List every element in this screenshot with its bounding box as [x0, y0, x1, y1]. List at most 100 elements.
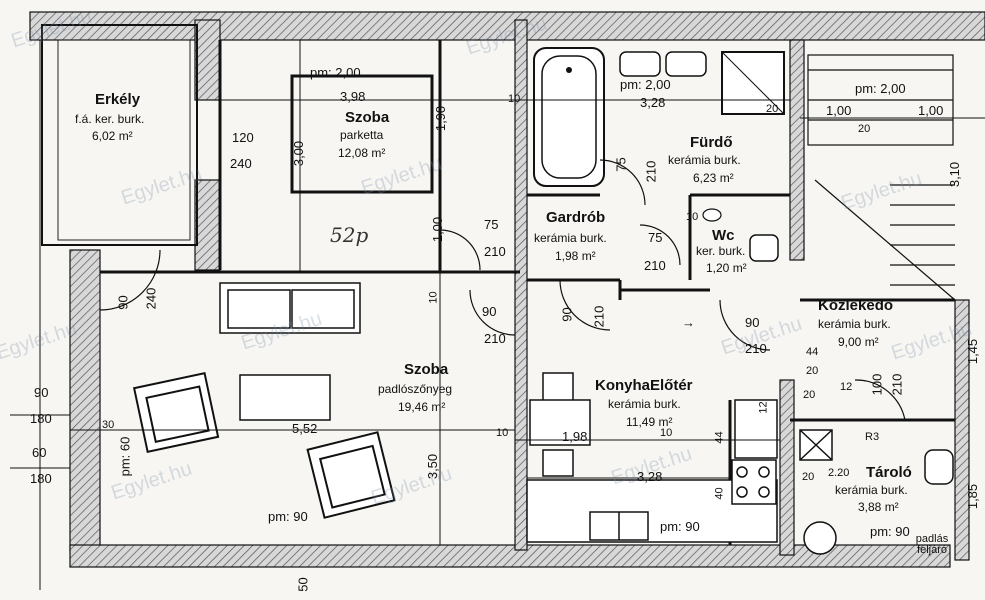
dining-table-icon [529, 372, 591, 477]
sofa-icon [219, 282, 361, 334]
dimension-label: 5,52 [292, 421, 318, 436]
toilet-icon [702, 208, 779, 262]
dimension-label: 210 [644, 258, 666, 273]
room-name: Wc [712, 227, 735, 244]
room-area: 3,88 m² [858, 500, 899, 514]
dimension-label: 3,50 [425, 453, 441, 480]
room-area: 12,08 m² [338, 146, 386, 160]
dimension-label: 50 [295, 577, 311, 592]
dimension-label: 3,28 [637, 469, 663, 484]
dimension-label: 75 [484, 217, 499, 232]
room-area: 19,46 m² [398, 400, 446, 414]
dimension-label: 30 [102, 419, 115, 431]
room-area: 1,20 m² [706, 261, 747, 275]
dimension-label: 44 [713, 431, 726, 444]
arrow-icon: → [682, 315, 695, 330]
room-name: Szoba [404, 361, 449, 378]
dimension-label: 1,00 [430, 216, 446, 243]
room-floor: kerámia burk. [534, 231, 607, 245]
dimension-label: 20 [858, 123, 871, 135]
armchair-icon [132, 372, 396, 519]
room-floor: f.á. ker. burk. [75, 112, 145, 126]
room-floor: kerámia burk. [608, 397, 681, 411]
room-floor: ker. burk. [696, 244, 746, 258]
dimension-label: 100 [869, 373, 885, 396]
height-note: pm: 2,00 [310, 65, 361, 80]
dimension-label: 1,85 [965, 483, 981, 510]
kitchen-counter-icon [526, 399, 778, 543]
dimension-label: 10 [660, 427, 673, 439]
dimension-label: 210 [889, 373, 905, 396]
dimension-label: 90 [482, 304, 497, 319]
dimension-label: 44 [806, 346, 819, 358]
room-floor: kerámia burk. [818, 317, 891, 331]
room-area: 6,02 m² [92, 129, 133, 143]
dimension-lines [10, 40, 985, 590]
height-note: pm: 90 [660, 519, 700, 534]
dimension-label: 210 [484, 244, 506, 259]
dimension-label: 2.20 [828, 467, 850, 479]
shower-icon [721, 51, 785, 115]
dimension-label: 90 [745, 315, 760, 330]
height-note: pm: 90 [870, 524, 910, 539]
dimension-label: 240 [230, 156, 252, 171]
dimension-label: 120 [232, 130, 254, 145]
stairs-icon [807, 54, 956, 301]
door-swings [99, 159, 906, 421]
room-name: Erkély [95, 91, 141, 108]
dimension-label: 1,90 [433, 105, 449, 132]
room-name: Tároló [866, 464, 912, 481]
stair-label: padlás feljáró [915, 533, 949, 556]
height-note: pm: 90 [268, 509, 308, 524]
room-floor: kerámia burk. [835, 483, 908, 497]
room-name: KonyhaElőtér [595, 377, 693, 394]
room-area: 1,98 m² [555, 249, 596, 263]
room-name: Közlekedő [818, 297, 894, 314]
dimension-label: 3,98 [340, 89, 366, 104]
room-area: 9,00 m² [838, 335, 879, 349]
boiler-icon [799, 429, 954, 555]
dimension-label: 180 [30, 471, 52, 486]
dimension-label: 10 [427, 291, 440, 304]
dimension-label: 10 [496, 427, 509, 439]
dimension-label: 1,45 [965, 338, 981, 365]
dimension-label: 10 [686, 211, 699, 223]
dimension-label: 210 [643, 160, 659, 183]
dimension-label: 75 [613, 157, 629, 172]
dimension-label: 3,00 [291, 140, 307, 167]
dimension-label: 40 [713, 487, 726, 500]
dimension-label: 12 [757, 401, 770, 414]
dimension-label: R3 [865, 431, 880, 443]
dimension-label: 20 [806, 365, 819, 377]
dimension-label: 240 [143, 287, 159, 310]
bathtub-icon [533, 47, 605, 187]
height-note: pm: 60 [117, 436, 133, 477]
dimension-label: 1,98 [562, 429, 588, 444]
dimension-label: 210 [745, 341, 767, 356]
dimension-label: 12 [840, 381, 853, 393]
dimension-label: 75 [648, 230, 663, 245]
coffee-table-icon [239, 374, 331, 421]
handwritten-note: 52p [330, 223, 369, 247]
dimension-label: 10 [508, 93, 521, 105]
room-floor: padlószőnyeg [378, 382, 453, 396]
dimension-label: 20 [803, 389, 816, 401]
room-area: 6,23 m² [693, 171, 734, 185]
dimension-label: 90 [115, 295, 131, 310]
dimension-label: 3,28 [640, 95, 666, 110]
dimension-label: 60 [32, 445, 47, 460]
dimension-label: 210 [484, 331, 506, 346]
room-floor: parketta [340, 128, 384, 142]
dimension-label: 1,00 [918, 103, 944, 118]
height-note: pm: 2,00 [855, 81, 906, 96]
room-name: Gardrób [546, 209, 606, 226]
dimension-label: 3,10 [947, 161, 963, 188]
room-floor: kerámia burk. [668, 153, 741, 167]
height-note: pm: 2,00 [620, 77, 671, 92]
dimension-label: 180 [30, 411, 52, 426]
dimension-label: 90 [559, 307, 575, 322]
room-area: 11,49 m² [626, 415, 673, 429]
dimension-label: 20 [802, 471, 815, 483]
dimension-label: 90 [34, 385, 49, 400]
